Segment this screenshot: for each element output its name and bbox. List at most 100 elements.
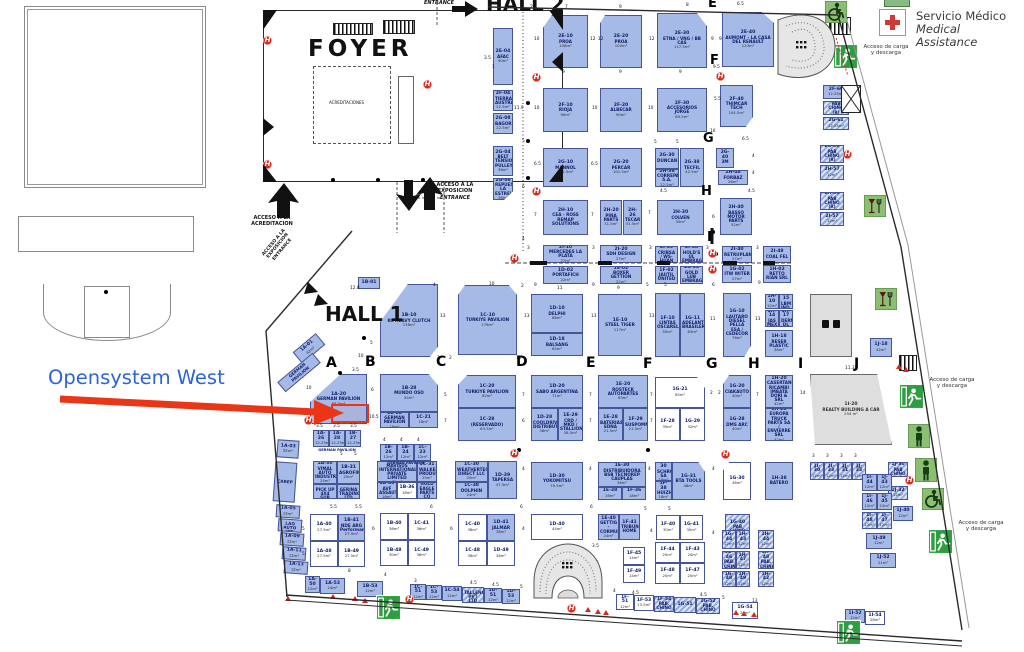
booth-1b-30[interactable]: 1B-30MAVISUS INTERNATIONAL PRIVATE LIMIT… bbox=[377, 461, 417, 482]
booth-2g-06[interactable]: 2G-06REPUESTOS LA ESTRELLA36m² bbox=[493, 178, 513, 200]
booth-1g-11[interactable]: 1G-11ADELANTES BRASILEROS63m² bbox=[680, 293, 705, 357]
booth-1f-41[interactable]: 1F-41TRIBUND HOME bbox=[619, 514, 640, 540]
booth-1c-39[interactable]: 1C-39GOLD EAGLE PARTS CO LTD bbox=[417, 482, 437, 499]
booth-2g-08[interactable]: 2G-08BAGORRA22.5m² bbox=[493, 113, 513, 134]
booth-1f-29[interactable]: 1F-29SUSPOMNEC21.5m² bbox=[623, 408, 648, 441]
booth-1f-38[interactable]: 1F-38HUIZHIPIPO18m² bbox=[655, 481, 672, 500]
booth-area[interactable]: CAREP bbox=[272, 461, 298, 503]
